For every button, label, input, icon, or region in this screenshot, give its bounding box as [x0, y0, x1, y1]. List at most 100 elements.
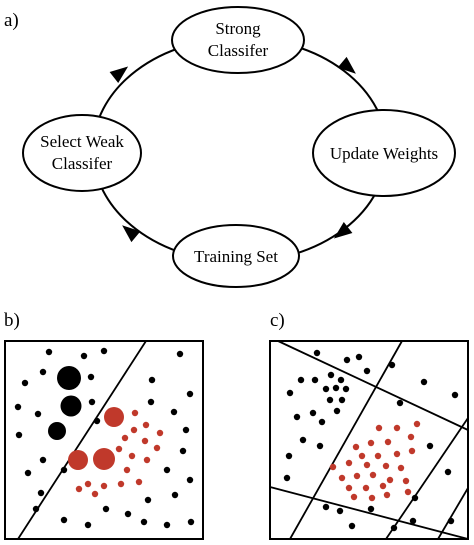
- boosting-cycle-diagram: Strong Classifer Update Weights Training…: [22, 6, 456, 288]
- node-select-weak-classifier: Select Weak Classifer: [22, 114, 142, 192]
- arrow-training-to-select: [122, 225, 141, 243]
- panel-c-black-point: [297, 376, 305, 384]
- panel-c-red-point: [368, 494, 376, 502]
- panel-b-red-point: [91, 490, 99, 498]
- panel-c-black-point: [322, 503, 330, 511]
- panel-b-red-point: [135, 478, 143, 486]
- panel-b-black-point: [186, 476, 194, 484]
- panel-b-black-point: [87, 373, 95, 381]
- panel-c-black-point: [316, 442, 324, 450]
- panel-c-boundary-5: [437, 487, 469, 540]
- panel-b-red-point: [141, 437, 149, 445]
- panel-b-black-point: [48, 422, 66, 440]
- panel-b-black-point: [37, 489, 45, 497]
- node-training-set-shape: [172, 224, 300, 288]
- node-select-weak-classifier-shape: [22, 114, 142, 192]
- panel-b-weighted-points: [4, 340, 204, 540]
- panel-c-boundary-2: [289, 340, 403, 540]
- panel-b-red-point: [128, 452, 136, 460]
- panel-b-black-point: [88, 398, 96, 406]
- panel-c-red-point: [358, 452, 366, 460]
- panel-b-red-point: [68, 450, 88, 470]
- arrow-strong-to-update: [337, 56, 356, 74]
- node-strong-classifier-line-1: Strong: [215, 19, 261, 38]
- panel-b-red-point: [115, 445, 123, 453]
- panel-c-boundary-1: [277, 340, 469, 431]
- panel-b-red-point: [117, 480, 125, 488]
- panel-b-black-point: [15, 431, 23, 439]
- panel-c-red-point: [382, 462, 390, 470]
- panel-b-black-point: [148, 376, 156, 384]
- panel-c-red-point: [393, 450, 401, 458]
- panel-c-red-point: [407, 433, 415, 441]
- panel-c-black-point: [367, 505, 375, 513]
- panel-b-black-point: [93, 417, 101, 425]
- panel-c-black-point: [286, 389, 294, 397]
- node-training-set: Training Set: [172, 224, 300, 288]
- panel-b-black-point: [147, 398, 155, 406]
- panel-b-black-point: [60, 516, 68, 524]
- panel-b-red-point: [130, 426, 138, 434]
- panel-c-black-point: [311, 376, 319, 384]
- panel-c-black-point: [396, 399, 404, 407]
- panel-c-black-point: [451, 391, 459, 399]
- panel-c-red-point: [367, 439, 375, 447]
- panel-b-red-point: [121, 434, 129, 442]
- node-update-weights-shape: [312, 109, 456, 197]
- panel-b-black-point: [34, 410, 42, 418]
- panel-c-black-point: [348, 522, 356, 530]
- panel-c-red-point: [393, 424, 401, 432]
- node-strong-classifier-shape: [171, 6, 305, 74]
- panel-b-black-point: [32, 505, 40, 513]
- panel-c-black-point: [332, 384, 340, 392]
- panel-b-red-point: [75, 485, 83, 493]
- panel-b-black-point: [163, 466, 171, 474]
- panel-c-red-point: [386, 476, 394, 484]
- panel-c-black-point: [426, 442, 434, 450]
- panel-c-black-point: [338, 396, 346, 404]
- panel-b-black-point: [179, 447, 187, 455]
- arrow-update-to-training: [333, 221, 353, 239]
- panel-c-black-point: [363, 367, 371, 375]
- arrow-select-to-strong: [109, 66, 129, 84]
- panel-c-black-point: [420, 378, 428, 386]
- panel-c-black-point: [388, 361, 396, 369]
- panel-b-red-point: [104, 407, 124, 427]
- panel-b-black-point: [182, 426, 190, 434]
- panel-c-boundary-4: [385, 417, 469, 540]
- panel-c-black-point: [342, 385, 350, 393]
- panel-b-frame: [4, 340, 204, 540]
- panel-c-red-point: [379, 482, 387, 490]
- panel-c-black-point: [409, 517, 417, 525]
- panel-c-black-point: [447, 517, 455, 525]
- panel-b-decision-boundary: [17, 340, 147, 540]
- panel-c-black-point: [411, 494, 419, 502]
- panel-b-black-point: [21, 379, 29, 387]
- panel-c-red-point: [383, 491, 391, 499]
- panel-b-black-point: [60, 395, 82, 417]
- panel-c-red-point: [384, 438, 392, 446]
- panel-c-red-point: [408, 447, 416, 455]
- panel-b-red-point: [153, 444, 161, 452]
- panel-b-black-point: [60, 466, 68, 474]
- panel-b-black-point: [14, 403, 22, 411]
- panel-c-combined-classifiers: [269, 340, 469, 540]
- panel-b-black-point: [124, 510, 132, 518]
- panel-c-red-point: [402, 477, 410, 485]
- panel-label-a: a): [4, 10, 19, 31]
- panel-b-red-point: [142, 421, 150, 429]
- panel-b-red-point: [156, 429, 164, 437]
- panel-c-black-point: [318, 418, 326, 426]
- node-update-weights-line-1: Update Weights: [330, 144, 438, 163]
- panel-b-black-point: [171, 491, 179, 499]
- panel-b-red-point: [93, 448, 115, 470]
- panel-c-black-point: [283, 474, 291, 482]
- panel-b-black-point: [80, 352, 88, 360]
- node-select-weak-classifier-line-2: Classifer: [52, 154, 113, 173]
- panel-b-black-point: [84, 521, 92, 529]
- panel-c-black-point: [444, 468, 452, 476]
- panel-c-red-point: [413, 420, 421, 428]
- node-strong-classifier-line-2: Classifer: [208, 41, 269, 60]
- node-training-set-line-1: Training Set: [194, 247, 278, 266]
- panel-b-red-point: [131, 409, 139, 417]
